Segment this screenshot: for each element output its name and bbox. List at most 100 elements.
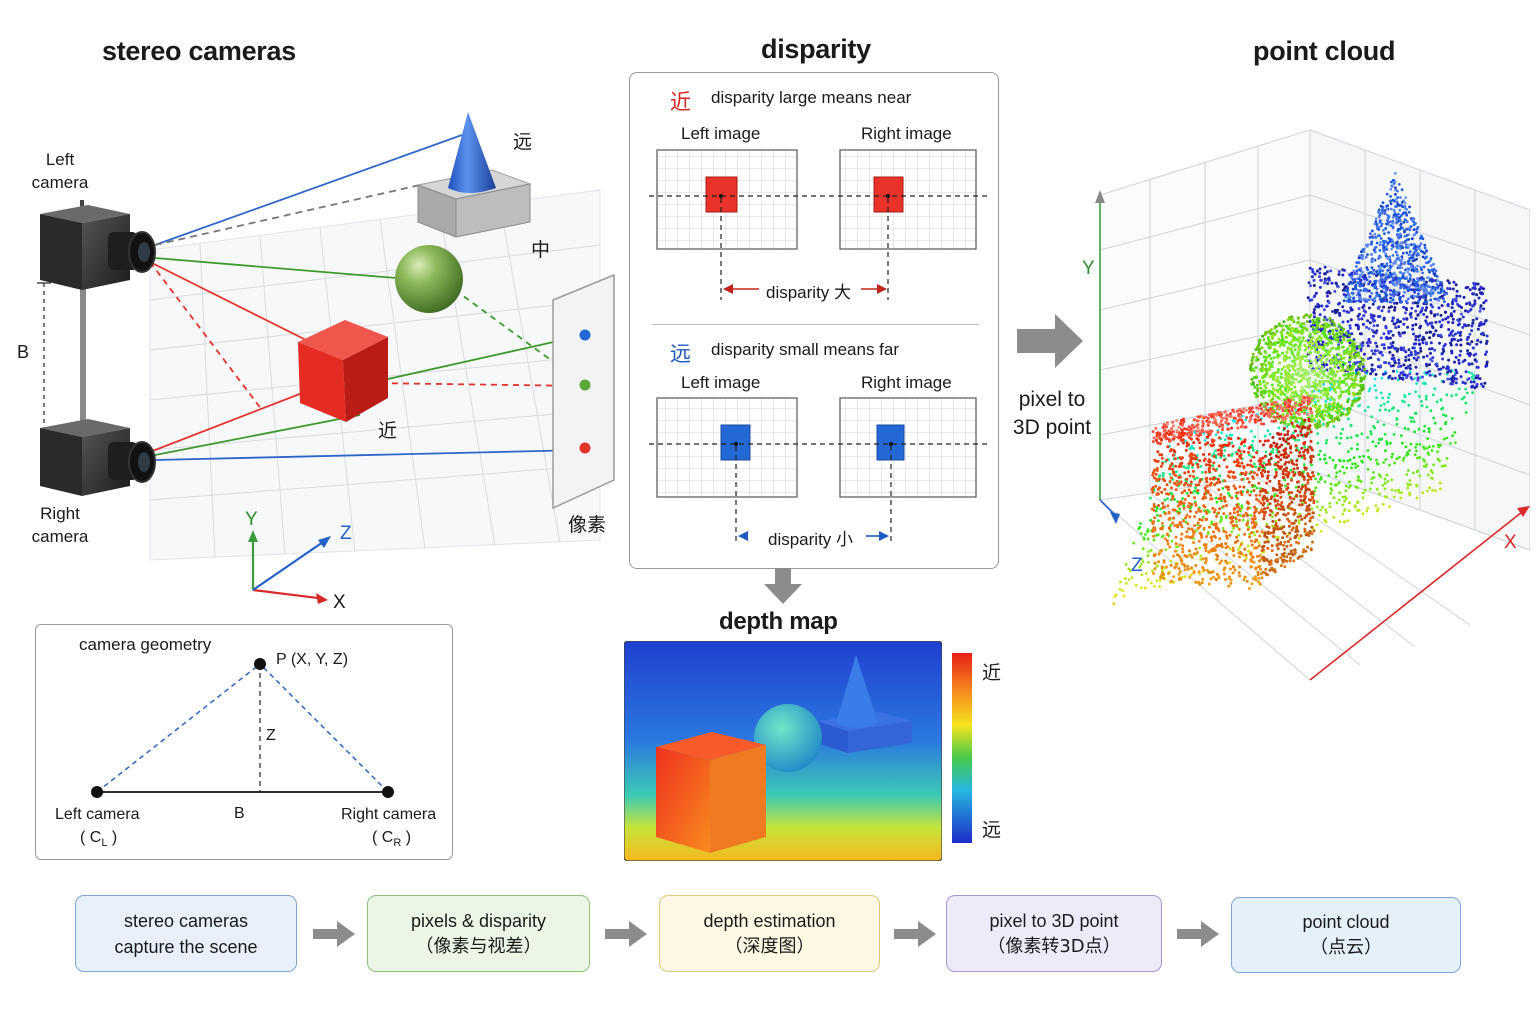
- cr-prefix: ( C: [372, 829, 394, 846]
- point-cloud-plot: [1095, 129, 1530, 681]
- point-p-label: P (X, Y, Z): [276, 651, 349, 668]
- geometry-b-label: B: [234, 805, 245, 822]
- flow-arrow-1: [313, 921, 355, 947]
- disparity-diagram: [649, 149, 987, 544]
- pixel-plane-label: 像素: [568, 514, 607, 536]
- world-axes: [248, 530, 331, 604]
- flow-step-line1: point cloud: [1302, 912, 1390, 932]
- flow-step-depth-estimation: depth estimation （深度图）: [659, 895, 880, 972]
- near-disparity-cn: 大: [834, 283, 852, 303]
- pc-axis-x-label: X: [1504, 532, 1517, 553]
- cr-subscript: R: [393, 837, 402, 850]
- left-camera-dot: [91, 786, 103, 798]
- mid-object-label: 中: [531, 239, 551, 261]
- colorbar-near-label: 近: [982, 662, 1002, 684]
- blue-cone: [448, 112, 496, 193]
- camera-geometry-diagram: [91, 658, 394, 798]
- pixel-dot-red: [579, 442, 591, 454]
- stereo-cameras-title: stereo cameras: [102, 36, 296, 66]
- near-object-label: 近: [378, 420, 398, 442]
- transition-label-line1: pixel to: [1018, 388, 1086, 411]
- far-caption: disparity small means far: [711, 340, 900, 359]
- geometry-right-camera-sub: ( CR ): [372, 829, 411, 849]
- far-disparity-text: disparity: [768, 530, 837, 549]
- near-right-image: [839, 149, 977, 250]
- pc-axis-z-label: Z: [1131, 555, 1143, 576]
- flow-step-line2: （像素与视差）: [415, 935, 542, 957]
- pc-axis-y-label: Y: [1082, 258, 1095, 279]
- transition-label: pixel to 3D point: [1008, 386, 1096, 442]
- left-camera-label-line2: camera: [31, 173, 89, 192]
- far-right-image: [839, 397, 977, 498]
- far-left-image: [656, 397, 798, 498]
- flow-step-pixels-disparity: pixels & disparity （像素与视差）: [367, 895, 590, 972]
- disparity-title: disparity: [761, 34, 871, 64]
- left-camera-body: [40, 200, 156, 290]
- depth-map-image: [624, 641, 942, 861]
- cl-close: ): [107, 829, 118, 846]
- far-right-image-label: Right image: [861, 373, 952, 392]
- red-cube: [298, 320, 388, 422]
- flow-arrow-4: [1177, 921, 1219, 947]
- far-disparity-cn: 小: [836, 530, 854, 550]
- far-object-label: 远: [513, 131, 533, 153]
- far-left-image-label: Left image: [681, 373, 761, 392]
- far-disparity-label: disparity 小: [768, 525, 853, 550]
- pixel-dot-green: [579, 379, 591, 391]
- near-left-image: [656, 149, 798, 250]
- cl-subscript: L: [101, 837, 108, 850]
- depth-colorbar: [952, 653, 972, 843]
- axis-x-label: X: [333, 592, 346, 613]
- near-left-image-label: Left image: [681, 124, 761, 143]
- geometry-z-label: Z: [266, 727, 276, 744]
- near-disparity-label: disparity 大: [766, 278, 851, 303]
- point-cloud-title: point cloud: [1253, 36, 1396, 66]
- disparity-divider: [652, 324, 979, 325]
- near-right-image-label: Right image: [861, 124, 952, 143]
- flow-step-point-cloud: point cloud （点云）: [1231, 897, 1461, 973]
- transition-label-line2: 3D point: [1012, 416, 1092, 439]
- transition-arrow: [1017, 314, 1083, 368]
- right-camera-label: Right camera: [30, 502, 90, 548]
- flow-arrow-2: [605, 921, 647, 947]
- camera-geometry-panel: [35, 624, 453, 860]
- axis-y-label: Y: [245, 509, 258, 530]
- colorbar-far-label: 远: [982, 819, 1002, 841]
- flow-step-line1: depth estimation: [703, 910, 836, 931]
- flow-step-line2: （点云）: [1310, 937, 1382, 958]
- near-mark: 近: [670, 90, 691, 114]
- right-camera-label-line1: Right: [40, 504, 80, 523]
- geometry-right-camera-label: Right camera: [341, 806, 437, 823]
- camera-mount-bar: [80, 258, 86, 436]
- near-disparity-text: disparity: [766, 283, 835, 302]
- geometry-left-camera-sub: ( CL ): [80, 829, 117, 849]
- flow-step-line2: capture the scene: [114, 936, 258, 957]
- flow-step-line1: pixel to 3D point: [989, 910, 1119, 931]
- image-plane: [552, 273, 615, 510]
- down-arrow: [764, 568, 802, 604]
- flow-step-line1: stereo cameras: [123, 910, 249, 931]
- baseline-label: B: [17, 342, 30, 362]
- cr-close: ): [401, 829, 412, 846]
- camera-geometry-title: camera geometry: [79, 635, 212, 654]
- near-caption: disparity large means near: [711, 88, 912, 107]
- depth-map-title: depth map: [719, 608, 838, 635]
- flow-step-line2: （深度图）: [724, 935, 815, 957]
- left-camera-label-line1: Left: [45, 150, 75, 169]
- left-camera-label: Left camera: [30, 148, 90, 194]
- geometry-left-camera-label: Left camera: [55, 806, 140, 823]
- point-p-dot: [254, 658, 266, 670]
- flow-arrow-3: [894, 921, 936, 947]
- flow-step-stereo-cameras: stereo cameras capture the scene: [75, 895, 297, 972]
- right-camera-body: [40, 419, 156, 496]
- flow-step-line1: pixels & disparity: [410, 910, 547, 931]
- cl-prefix: ( C: [80, 829, 102, 846]
- far-mark: 远: [670, 342, 691, 366]
- view-rays: [149, 134, 586, 461]
- flow-step-line2: （像素转3D点）: [987, 935, 1121, 957]
- point-cloud-points: [1112, 171, 1489, 605]
- stereo-scene: [37, 112, 615, 604]
- pixel-dot-blue: [579, 329, 591, 341]
- flow-step-pixel-to-3d: pixel to 3D point （像素转3D点）: [946, 895, 1162, 972]
- disparity-panel: [629, 72, 999, 569]
